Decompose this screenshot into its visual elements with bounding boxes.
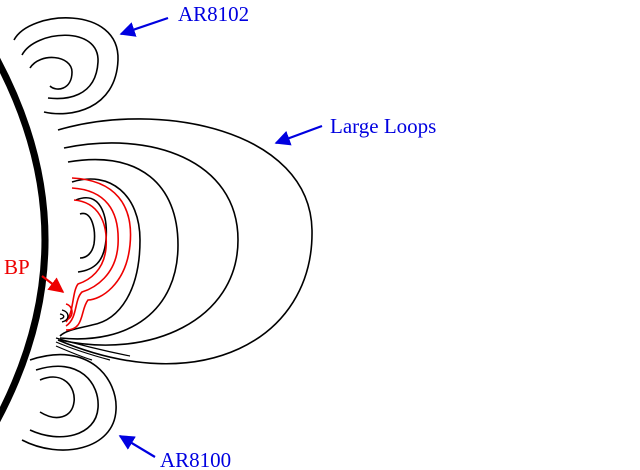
bp-core [59, 309, 69, 323]
annotation-arrows [41, 16, 323, 458]
ar8100-loops [21, 353, 117, 451]
solar-limb [0, 57, 49, 423]
ar8102-arrow [119, 16, 169, 37]
ar8100-label: AR8100 [160, 448, 231, 470]
bp-arrow [41, 275, 65, 293]
ar8102-loops [13, 17, 119, 115]
bp-label: BP [4, 255, 30, 279]
bp-red-contours [65, 177, 132, 331]
large-loops [57, 118, 313, 365]
ar8102-label: AR8102 [178, 2, 249, 26]
large-loops-label: Large Loops [330, 114, 436, 138]
fan-lines [55, 337, 131, 361]
large-loops-arrow [274, 124, 323, 146]
ar8100-arrow [118, 435, 156, 458]
